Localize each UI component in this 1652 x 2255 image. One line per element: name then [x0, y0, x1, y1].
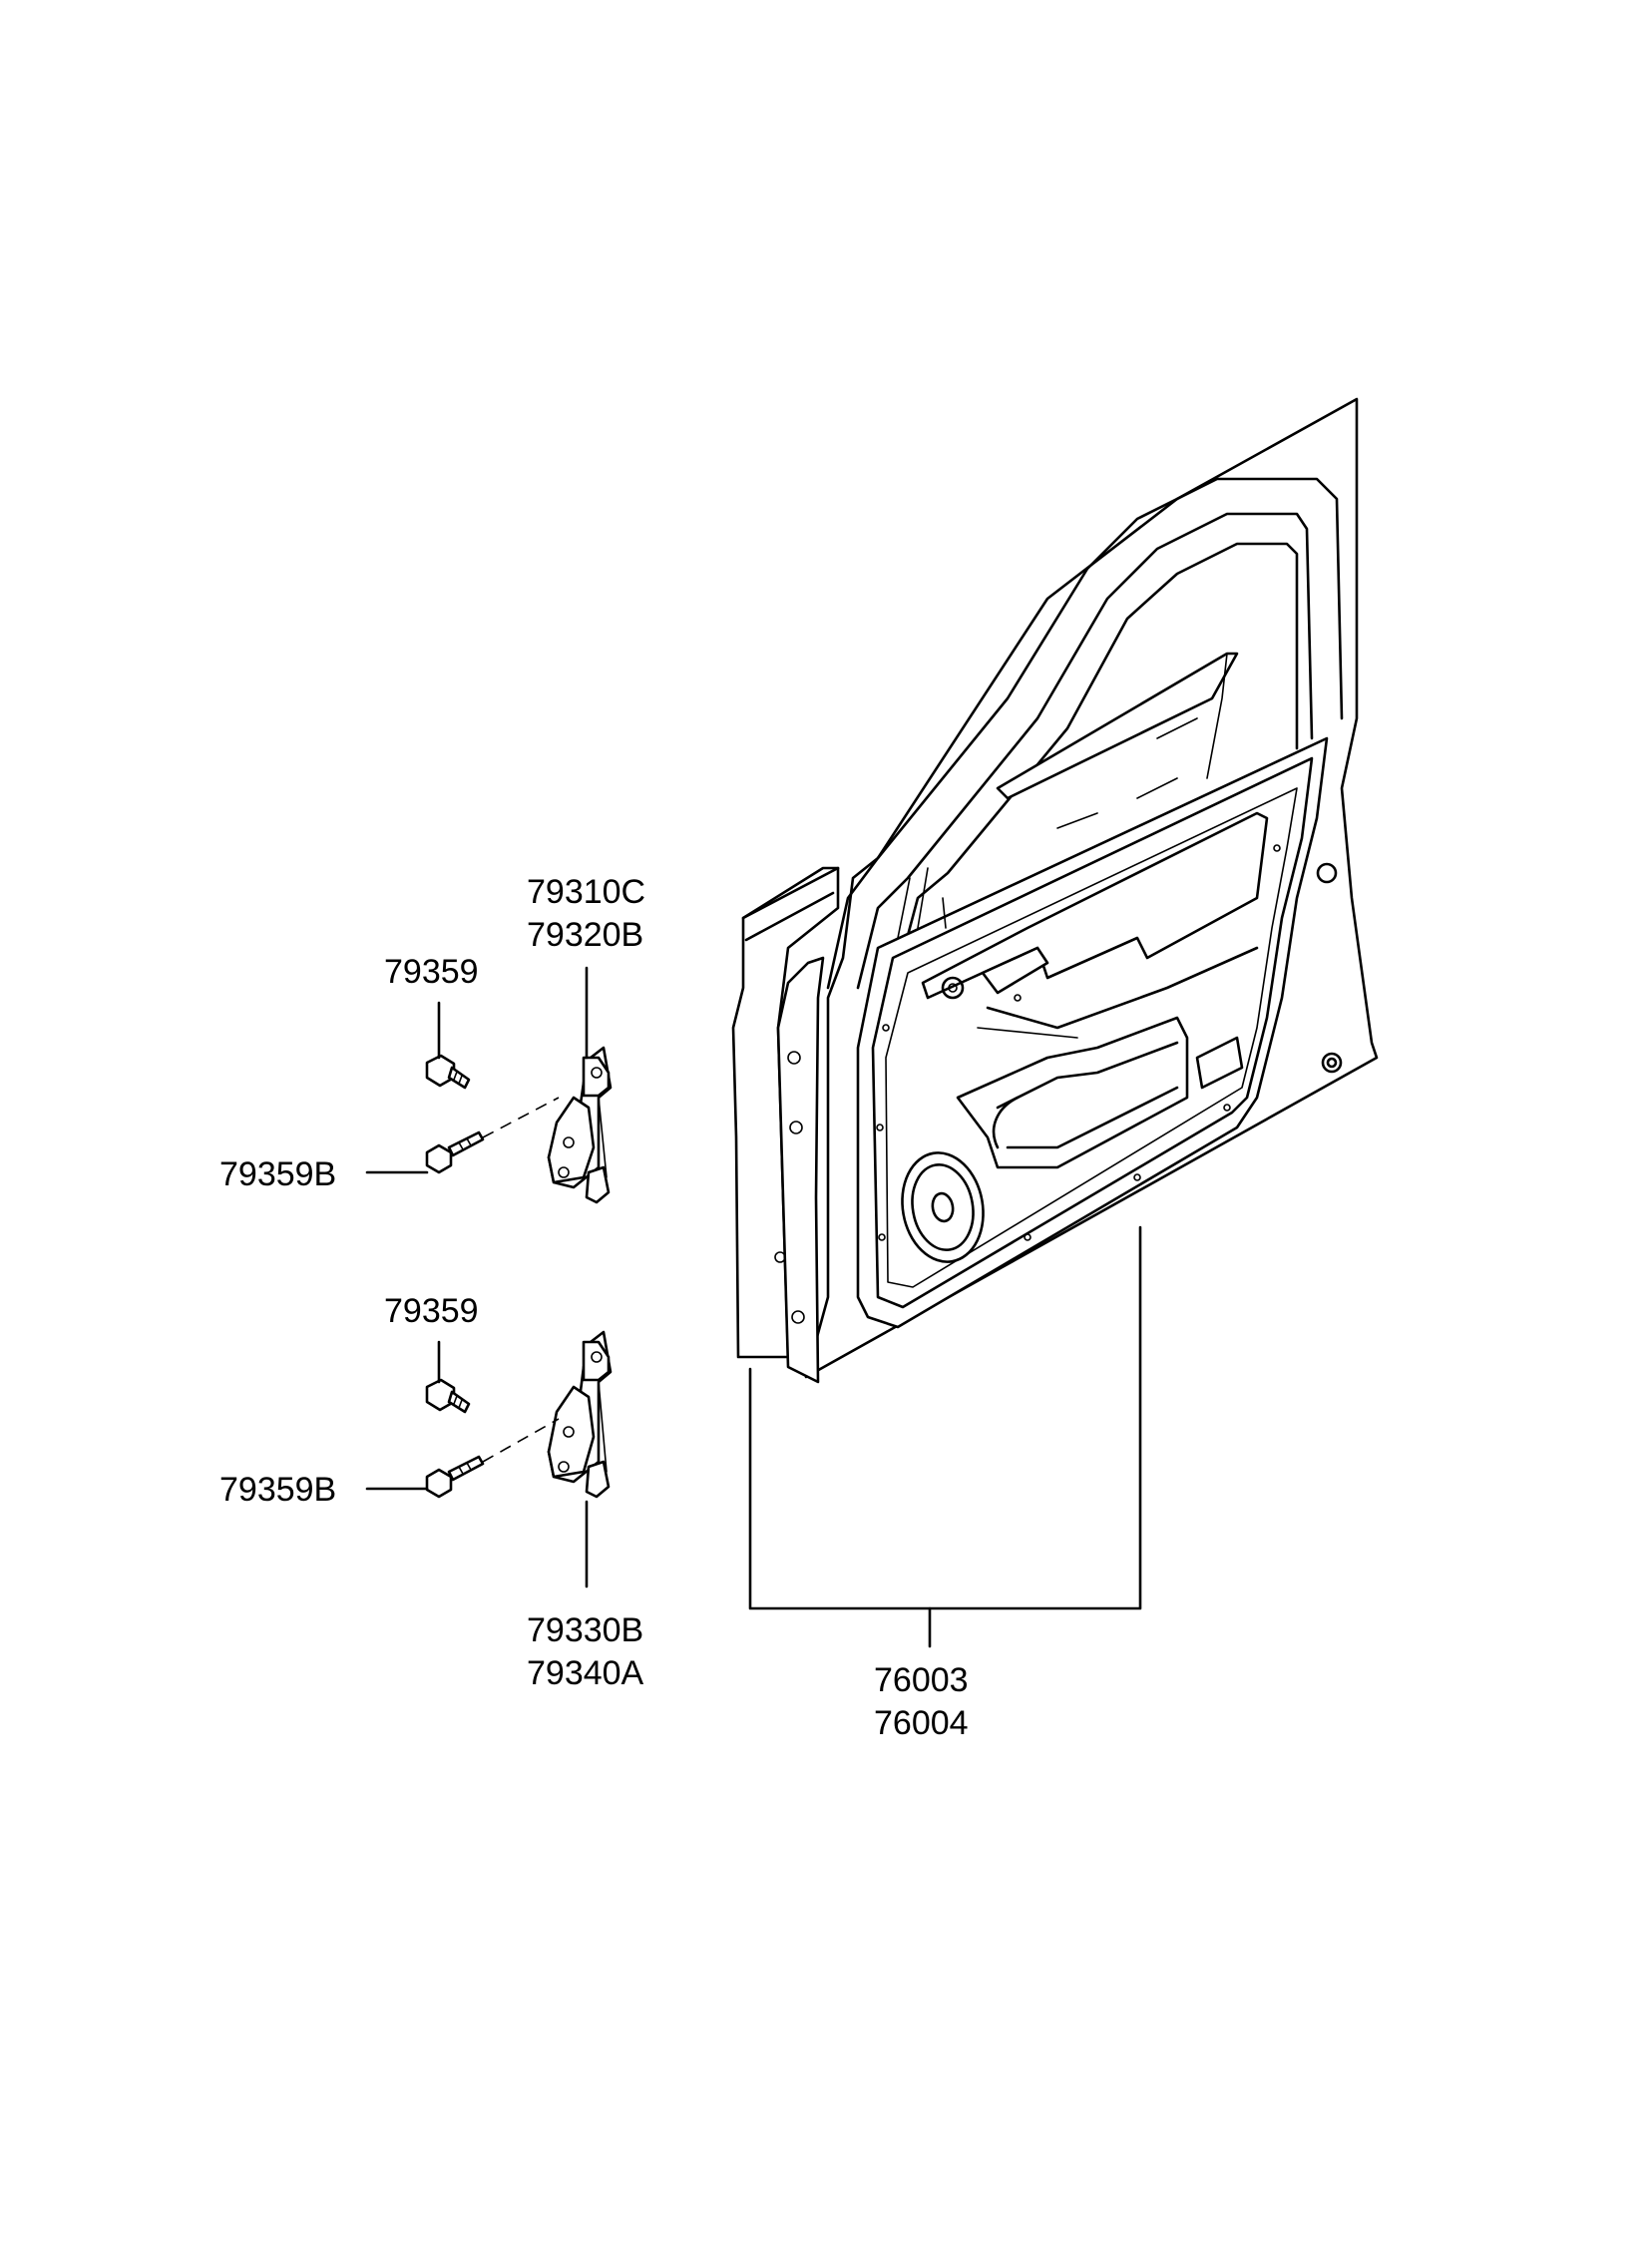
lower-bolt-79359 — [425, 1378, 471, 1414]
lower-bolt-79359b — [425, 1455, 485, 1499]
part-labels: 79310C 79320B 79359 79359B 79359 79359B … — [219, 873, 969, 1742]
label-79359b-upper: 79359B — [219, 1155, 336, 1193]
label-76003: 76003 — [874, 1661, 969, 1699]
upper-bolt-79359b — [425, 1130, 485, 1174]
label-79310c: 79310C — [527, 873, 645, 911]
upper-bolt-79359 — [425, 1054, 471, 1090]
label-76004: 76004 — [874, 1704, 969, 1742]
lower-door-hinge — [547, 1330, 613, 1499]
label-79330b: 79330B — [527, 1611, 643, 1649]
front-door-panel — [731, 397, 1379, 1384]
label-79359-lower: 79359 — [384, 1292, 479, 1330]
label-79340a: 79340A — [527, 1654, 644, 1692]
upper-door-hinge — [547, 1046, 613, 1204]
leader-lines — [365, 966, 1142, 1648]
label-79359-upper: 79359 — [384, 953, 479, 991]
label-79359b-lower: 79359B — [219, 1471, 336, 1509]
label-79320b: 79320B — [527, 916, 643, 954]
